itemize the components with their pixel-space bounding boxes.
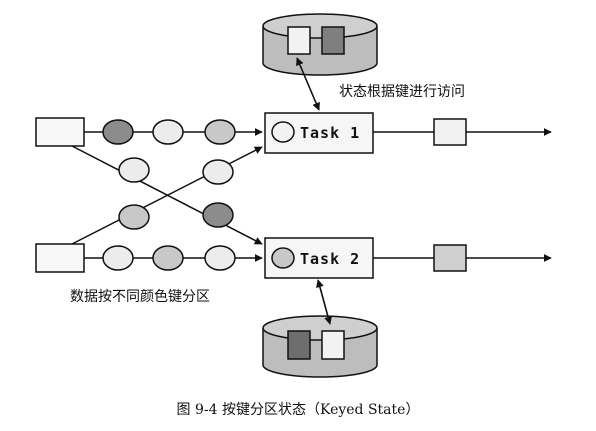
task-1-label: Task 1: [300, 124, 360, 142]
record-light: [152, 119, 184, 145]
state-store-bottom: [262, 315, 378, 378]
state-access-arrow-bottom: [316, 279, 332, 325]
task-2-label: Task 2: [300, 250, 360, 268]
record-medium: [204, 119, 236, 145]
record-dark: [102, 119, 134, 145]
record-medium: [152, 245, 184, 271]
cross-line-2-to-1: [71, 146, 263, 245]
task-1-current-key-light: [271, 121, 295, 143]
state-bottom-dark-key: [287, 330, 311, 360]
state-store-top: [262, 13, 378, 76]
record-light: [102, 245, 134, 271]
task-2: Task 2: [264, 237, 374, 279]
partition-label: 数据按不同颜色键分区: [70, 288, 210, 305]
state-top-medium-key: [321, 26, 345, 55]
task-2-current-key-medium: [271, 247, 295, 269]
record-light: [204, 245, 236, 271]
state-top-light-key: [287, 26, 311, 55]
task-1: Task 1: [264, 112, 374, 154]
state-bottom-light-key: [321, 330, 345, 360]
figure-caption: 图 9-4 按键分区状态（Keyed State）: [177, 402, 420, 418]
record-medium: [118, 204, 150, 230]
record-light: [202, 159, 234, 185]
record-dark: [202, 202, 234, 228]
source-2: [35, 243, 85, 273]
state-store-bottom-lid: [262, 315, 378, 341]
source-1: [35, 117, 85, 147]
output-record-1: [433, 118, 467, 146]
output-record-2: [433, 244, 467, 272]
state-store-top-lid: [262, 13, 378, 39]
state-access-arrow-top: [296, 57, 320, 111]
record-light: [118, 157, 150, 183]
state-access-label: 状态根据键进行访问: [339, 84, 465, 100]
